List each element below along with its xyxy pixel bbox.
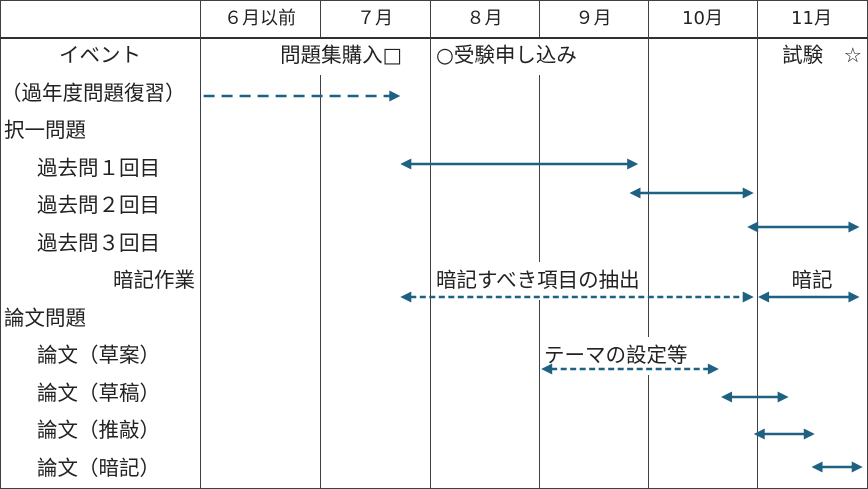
arrow-head-start <box>400 158 412 170</box>
arrow-head-start <box>400 291 412 303</box>
row-label-q2: 過去問２回目 <box>37 193 160 217</box>
arrow-head-start <box>747 221 759 233</box>
arrow-q1-1 <box>400 158 639 170</box>
grid-line-vertical <box>200 0 201 489</box>
header-month-cell: ６月以前 <box>224 8 296 29</box>
row-label-q1: 過去問１回目 <box>37 155 160 180</box>
grid-line-vertical <box>539 299 540 489</box>
arrow-head-end <box>848 221 860 233</box>
arrow-head-start <box>811 461 823 473</box>
arrow-head-end <box>851 461 863 473</box>
event-note-exam-application: ○受験申し込み <box>436 43 577 67</box>
arrow-head-end <box>389 90 401 102</box>
arrow-memorize-2 <box>758 291 860 303</box>
grid-line-vertical <box>648 374 649 489</box>
span-label-theme-setting: テーマの設定等 <box>544 343 688 367</box>
grid-line-vertical <box>320 74 321 489</box>
row-label-essay-polish: 論文（推敲） <box>37 418 160 442</box>
grid-line-vertical <box>539 0 540 37</box>
arrow-q3-1 <box>747 221 860 233</box>
event-note-textbook-purchase: 問題集購入□ <box>280 43 402 67</box>
arrow-head-start <box>758 291 770 303</box>
grid-line-vertical <box>320 0 321 37</box>
row-label-essay-draft: 論文（草案） <box>37 343 160 367</box>
header-divider <box>0 37 868 39</box>
arrow-head-end <box>777 391 789 403</box>
arrow-q2-1 <box>629 187 754 199</box>
arrow-head-end <box>742 291 754 303</box>
arrow-head-end <box>742 187 754 199</box>
row-label-essay-manuscript: 論文（草稿） <box>37 380 160 405</box>
arrow-head-start <box>541 363 553 375</box>
arrow-past-review-1 <box>203 90 401 102</box>
grid-line-vertical <box>539 74 540 262</box>
header-month-cell: ９月 <box>575 8 612 29</box>
event-note-exam: 試験 ☆ <box>782 43 862 67</box>
row-label-event: イベント <box>59 43 141 67</box>
header-month-cell: 10月 <box>682 8 723 29</box>
row-label-memorize: 暗記作業 <box>113 268 195 292</box>
span-label-extract-items: 暗記すべき項目の抽出 <box>436 268 640 292</box>
arrow-head-end <box>803 428 815 440</box>
row-label-essay-memorize: 論文（暗記） <box>37 455 160 480</box>
arrow-head-start <box>629 187 641 199</box>
row-label-multiple-choice: 択一問題 <box>4 118 86 142</box>
header-month-cell: 11月 <box>791 8 832 29</box>
span-label-memorize: 暗記 <box>791 268 833 292</box>
arrow-head-end <box>627 158 639 170</box>
arrow-essay-draft-1 <box>541 363 719 375</box>
arrow-head-start <box>753 428 765 440</box>
arrow-head-start <box>721 391 733 403</box>
arrow-head-end <box>848 291 860 303</box>
grid-line-vertical <box>430 0 431 489</box>
row-label-essay: 論文問題 <box>4 305 86 330</box>
header-month-cell: ７月 <box>357 8 393 29</box>
grid-line-vertical <box>648 0 649 337</box>
arrow-essay-polish-1 <box>753 428 815 440</box>
arrow-memorize-1 <box>400 291 754 303</box>
arrow-essay-manuscript-1 <box>721 391 789 403</box>
row-label-past-review: （過年度問題復習） <box>1 80 186 105</box>
grid-line-vertical <box>757 0 758 489</box>
header-month-cell: ８月 <box>466 8 503 29</box>
arrow-head-end <box>707 363 719 375</box>
arrow-essay-memorize-1 <box>811 461 863 473</box>
row-label-q3: 過去問３回目 <box>37 230 160 255</box>
